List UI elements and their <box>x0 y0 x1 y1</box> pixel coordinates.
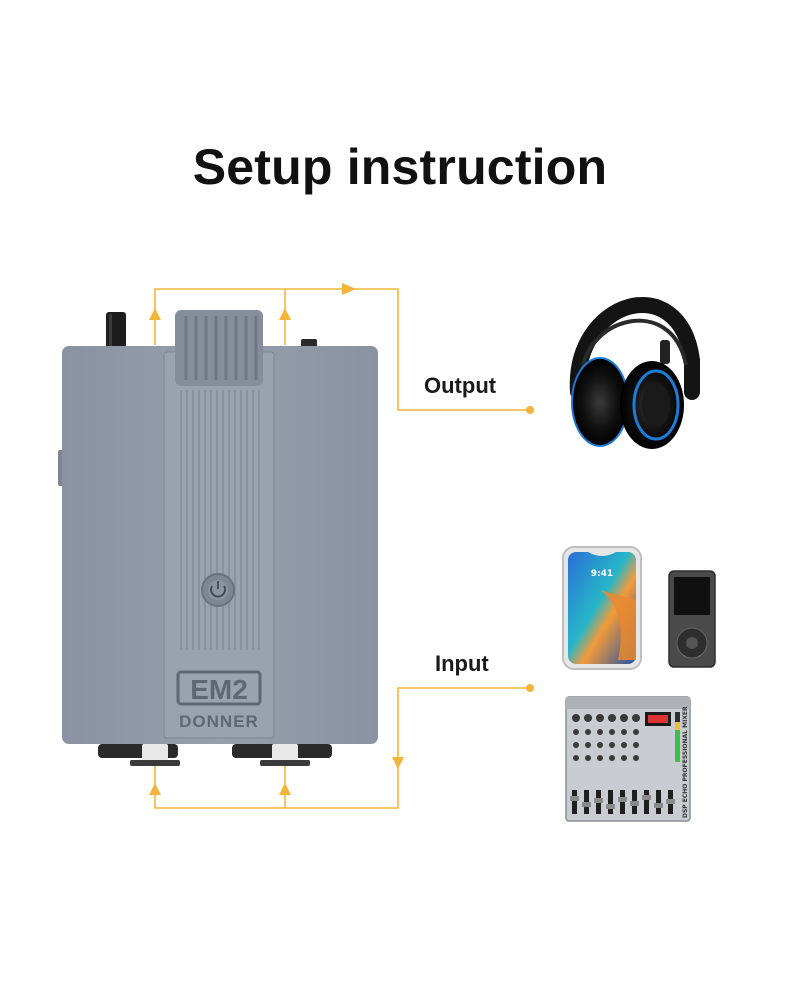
model-text: EM2 <box>190 674 248 705</box>
output-line-top <box>154 288 530 411</box>
input-jack-right <box>232 744 332 766</box>
arrow-icon <box>149 783 161 795</box>
output-label: Output <box>424 373 497 398</box>
smartphone-icon: 9:41 <box>562 546 642 670</box>
connector-arrows <box>149 283 534 795</box>
page-title: Setup instruction <box>192 139 608 195</box>
input-label: Input <box>435 651 489 676</box>
volume-knob <box>175 310 263 386</box>
mp3-player-icon <box>668 570 716 668</box>
input-endpoint-dot <box>526 684 534 692</box>
arrow-icon <box>279 783 291 795</box>
output-endpoint-dot <box>526 406 534 414</box>
mixer-side-text: DSP ECHO PROFESSIONAL MIXER <box>682 706 689 818</box>
input-jack-left <box>98 744 180 766</box>
audio-mixer-icon: DSP ECHO PROFESSIONAL MIXER <box>565 696 691 822</box>
headphones-icon <box>569 297 700 449</box>
arrow-icon <box>279 308 291 320</box>
arrow-icon <box>392 757 404 769</box>
phone-time: 9:41 <box>591 569 613 579</box>
em2-logo-box <box>176 670 262 706</box>
top-switch <box>301 339 317 347</box>
arrow-icon <box>342 283 356 295</box>
ribbed-surface <box>180 390 260 650</box>
brand-text: DONNER <box>179 712 259 731</box>
em2-device: EM2 DONNER <box>58 310 378 766</box>
arrow-icon <box>149 308 161 320</box>
